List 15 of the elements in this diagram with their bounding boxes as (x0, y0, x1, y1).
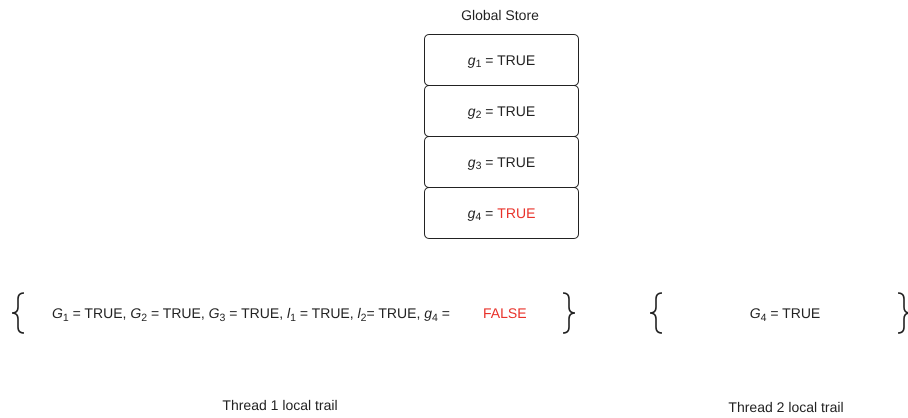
variable-text: g$_{2}$ = TRUE (468, 102, 536, 122)
variable-text: g$_{4}$ = (468, 204, 494, 224)
stack-title: Global Store (460, 6, 540, 25)
trail-caption: Thread 1 local trail (221, 396, 339, 415)
value-text: TRUE (497, 204, 536, 222)
variable-box (424, 187, 579, 239)
trail-caption: Thread 2 local trail (727, 398, 845, 417)
variable-box (424, 34, 579, 86)
variable-text: g$_{3}$ = TRUE (468, 152, 536, 172)
variable-box (424, 136, 579, 188)
variable-text: g$_{1}$ = TRUE (468, 50, 536, 70)
trail-text: G$_{1}$ = TRUE, G$_{2}$ = TRUE, G$_{3}$ = TRUE, l$_{1}$ = TRUE, l$_{2}$= TRUE, g$_{4}$ = (52, 304, 450, 324)
trail-text: G$_{4}$ = TRUE (748, 304, 822, 324)
value-text: FALSE (483, 304, 527, 323)
variable-box (424, 85, 579, 137)
